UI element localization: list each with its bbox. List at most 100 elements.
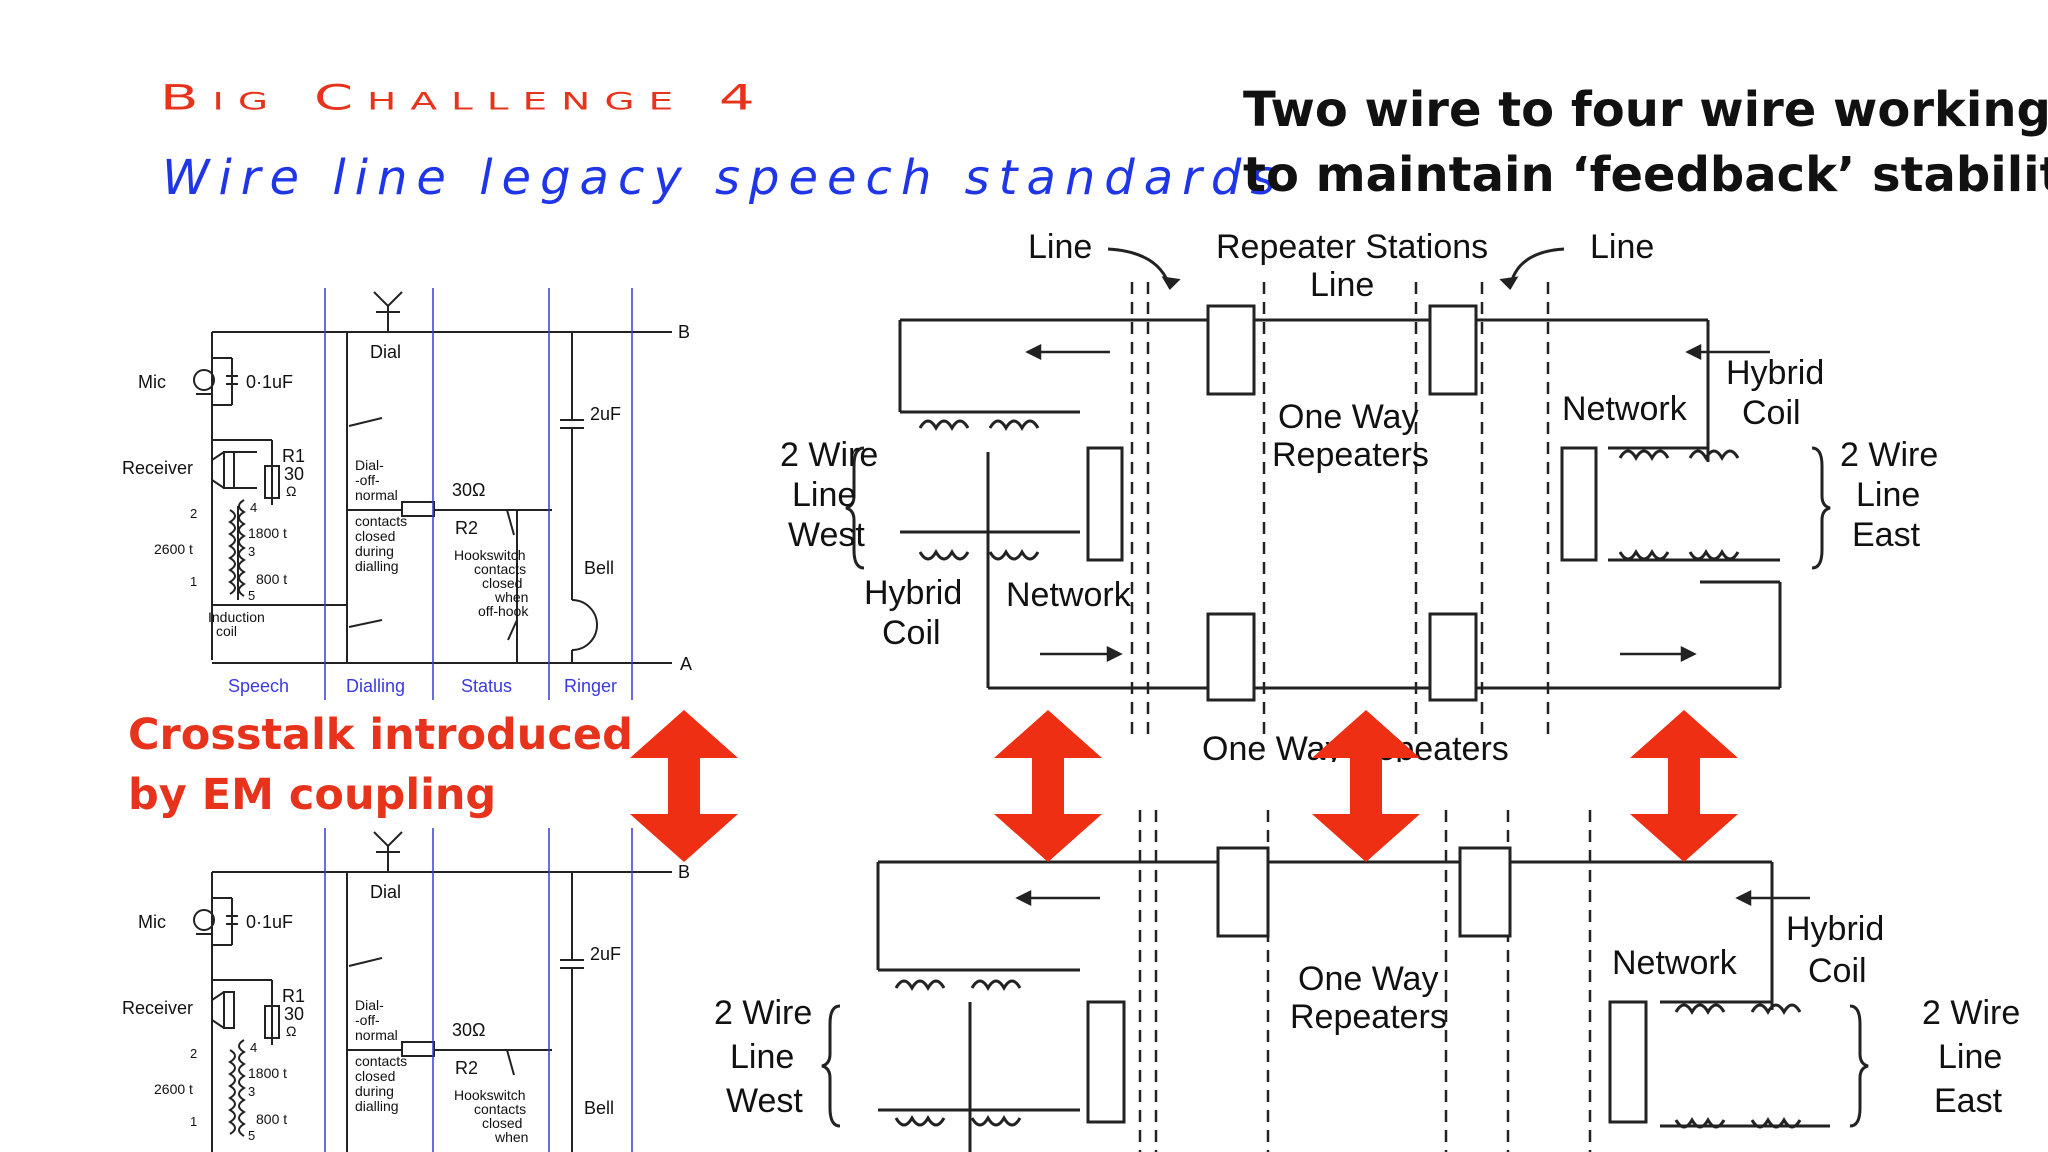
two-wire-west-label-2: Line [730,1038,794,1076]
coil-pin-3: 3 [248,1084,255,1099]
hookswitch-note-4: when [494,1129,528,1145]
line-right-label: Line [1590,228,1654,266]
r1-value: 30 [284,1004,304,1024]
coil-pin-1: 1 [190,1114,197,1129]
coil-1800-label: 1800 t [248,525,287,541]
r2-label: R2 [455,518,478,538]
repeater-stations-label: Repeater Stations [1216,228,1488,266]
hookswitch-note-3: closed [482,1115,522,1131]
mic-label: Mic [138,912,166,932]
contacts-note-1: contacts [355,513,407,529]
telephone-circuit-diagram-copy: Mic 0·1uF Receiver R1 30 Ω Dial Dial- -o… [122,828,690,1152]
coil-pin-2: 2 [190,506,197,521]
mic-label: Mic [138,372,166,392]
contacts-note-2: closed [355,1068,395,1084]
double-arrow-2-icon [994,710,1102,862]
line-left-label: Line [1028,228,1092,266]
telephone-circuit-diagram: Mic 0·1uF Receiver R1 30 Ω Dial Dial- -o… [122,288,692,700]
section-status: Status [461,676,512,696]
double-arrow-4-icon [1630,710,1738,862]
receiver-label: Receiver [122,458,193,478]
coil-pin-1: 1 [190,574,197,589]
hybrid-coil-right-label-2: Coil [1808,952,1867,990]
two-wire-east-label-2: Line [1938,1038,2002,1076]
hookswitch-note-1: Hookswitch [454,1087,526,1103]
one-way-repeaters-label-2: Repeaters [1290,998,1447,1036]
four-wire-repeater-diagram: Line Line Repeater Stations Line One Way… [780,228,1938,762]
induction-coil-label-2: coil [216,623,237,639]
r1-value: 30 [284,464,304,484]
contacts-note-4: dialling [355,558,399,574]
line-b-label: B [678,322,690,342]
two-wire-west-label-2: Line [792,476,856,514]
double-arrow-3-icon [1312,710,1420,862]
contacts-note-1: contacts [355,1053,407,1069]
right-heading-line-2: to maintain ‘feedback’ stability [1243,147,2048,203]
coil-1800-label: 1800 t [248,1065,287,1081]
coil-2600-label: 2600 t [154,1081,193,1097]
r1-unit: Ω [286,1023,296,1039]
r1-label: R1 [282,446,305,466]
contacts-note-3: during [355,1083,394,1099]
bell-label: Bell [584,558,614,578]
dial-note-2: -off- [355,472,380,488]
cap2-label: 2uF [590,404,621,424]
two-wire-west-label-1: 2 Wire [714,994,812,1032]
crosstalk-caption-line-2: by EM coupling [128,770,497,820]
crosstalk-caption-line-1: Crosstalk introduced [128,710,633,760]
coil-800-label: 800 t [256,571,287,587]
one-way-repeaters-label-1: One Way [1298,960,1438,998]
dial-note-1: Dial- [355,457,384,473]
coil-2600-label: 2600 t [154,541,193,557]
double-arrow-1-icon [630,710,738,862]
induction-coil-label-1: Induction [208,609,265,625]
coil-pin-2: 2 [190,1046,197,1061]
four-wire-repeater-diagram-copy: One Way Repeaters 2 Wire Line West 2 Wir… [714,810,2020,1152]
slide-subtitle: Wire line legacy speech standards [162,150,1285,206]
hookswitch-note-2: contacts [474,561,526,577]
hybrid-coil-right-label-2: Coil [1742,394,1801,432]
dial-note-1: Dial- [355,997,384,1013]
coil-pin-4: 4 [250,1040,257,1055]
network-left-label: Network [1006,576,1132,614]
two-wire-east-label-1: 2 Wire [1922,994,2020,1032]
section-dialling: Dialling [346,676,405,696]
hybrid-coil-left-label-1: Hybrid [864,574,962,612]
section-ringer: Ringer [564,676,617,696]
two-wire-east-label-1: 2 Wire [1840,436,1938,474]
coil-pin-5: 5 [248,588,255,603]
section-speech: Speech [228,676,289,696]
two-wire-east-label-2: Line [1856,476,1920,514]
hookswitch-note-4: when [494,589,528,605]
two-wire-east-label-3: East [1852,516,1921,554]
r1-unit: Ω [286,483,296,499]
slide-title: Big Challenge 4 [160,78,769,119]
dial-note-3: normal [355,487,398,503]
two-wire-west-label-3: West [788,516,865,554]
r2-value: 30Ω [452,1020,485,1040]
coil-pin-3: 3 [248,544,255,559]
cap1-label: 0·1uF [246,372,293,392]
r1-label: R1 [282,986,305,1006]
hybrid-coil-left-label-2: Coil [882,614,941,652]
hybrid-coil-right-label-1: Hybrid [1786,910,1884,948]
contacts-note-2: closed [355,528,395,544]
hookswitch-note-2: contacts [474,1101,526,1117]
cap2-label: 2uF [590,944,621,964]
bell-label: Bell [584,1098,614,1118]
two-wire-west-label-1: 2 Wire [780,436,878,474]
hookswitch-note-1: Hookswitch [454,547,526,563]
two-wire-east-label-3: East [1934,1082,2003,1120]
cap1-label: 0·1uF [246,912,293,932]
network-right-label: Network [1612,944,1738,982]
crosstalk-arrows [630,710,1738,862]
hookswitch-note-3: closed [482,575,522,591]
line-center-label: Line [1310,266,1374,304]
network-right-label: Network [1562,390,1688,428]
coil-800-label: 800 t [256,1111,287,1127]
line-b-label: B [678,862,690,882]
dial-note-3: normal [355,1027,398,1043]
hybrid-coil-right-label-1: Hybrid [1726,354,1824,392]
right-heading-line-1: Two wire to four wire working [1243,82,2048,138]
dial-note-2: -off- [355,1012,380,1028]
